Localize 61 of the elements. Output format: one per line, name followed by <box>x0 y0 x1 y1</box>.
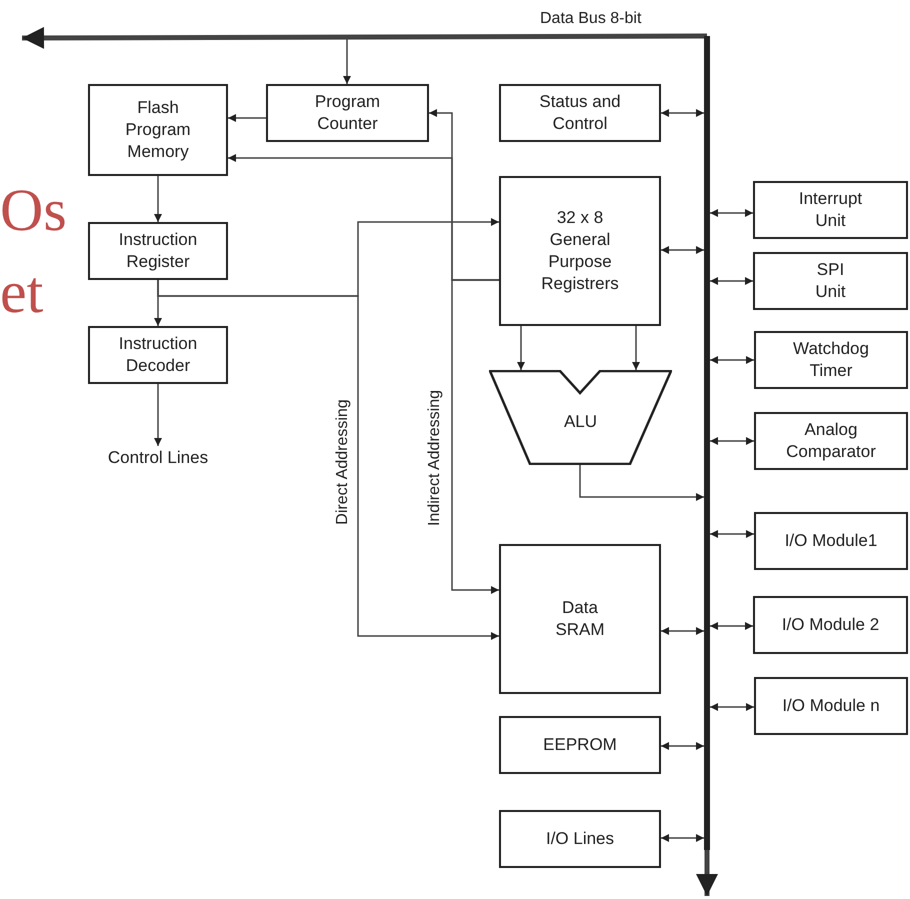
bus-label: Data Bus 8-bit <box>540 9 642 29</box>
block-box <box>88 84 228 176</box>
block-label: Control Lines <box>106 447 210 469</box>
block-box <box>754 677 908 735</box>
block-box <box>754 512 908 570</box>
block-label: I/O Module n <box>781 695 881 717</box>
block-box <box>499 176 661 326</box>
block-label: I/O Module1 <box>784 530 878 552</box>
block-box <box>266 84 429 142</box>
arrow <box>154 176 162 222</box>
block-label: ALU <box>562 410 598 432</box>
data-bus <box>704 36 710 850</box>
block-box <box>499 544 661 694</box>
block-box <box>753 252 908 310</box>
block-label: 32 x 8 General Purpose Registrers <box>540 207 620 295</box>
block-label: Analog Comparator <box>785 419 877 463</box>
block-box <box>88 222 228 280</box>
block-label: I/O Module 2 <box>780 614 880 636</box>
block-label: Status and Control <box>538 91 622 135</box>
block-label: Data SRAM <box>554 597 606 641</box>
arrow <box>710 209 753 217</box>
arrow <box>451 279 499 594</box>
block-label: EEPROM <box>542 734 618 756</box>
arrow <box>632 326 640 370</box>
arrow <box>517 326 525 370</box>
arrow <box>579 465 704 501</box>
block-label: Watchdog Timer <box>792 338 870 382</box>
bus-arrow <box>22 26 707 49</box>
block-box <box>754 331 908 389</box>
arrow <box>710 437 754 445</box>
block-box <box>88 326 228 384</box>
arrow <box>661 246 704 254</box>
block-box <box>753 596 908 654</box>
arrow <box>710 622 753 630</box>
block-box <box>499 716 661 774</box>
arrow <box>710 530 754 538</box>
block-box <box>499 84 661 142</box>
arrow <box>710 277 753 285</box>
heading-fragment: et <box>0 262 44 322</box>
arrow <box>157 280 499 640</box>
block-label: Instruction Decoder <box>118 333 198 377</box>
block-label: Interrupt Unit <box>798 188 864 232</box>
arrow <box>661 742 704 750</box>
block-label: Flash Program Memory <box>124 97 192 163</box>
arrow <box>228 114 266 122</box>
arrow <box>661 109 704 117</box>
bus-arrow <box>696 850 718 896</box>
block-label: Instruction Register <box>118 229 198 273</box>
arrow <box>710 356 754 364</box>
block-box <box>753 181 908 239</box>
arrow <box>154 384 162 446</box>
arrow <box>661 834 704 842</box>
block-label: I/O Lines <box>544 828 616 850</box>
alu-block <box>489 370 672 465</box>
block-label: Program Counter <box>314 91 382 135</box>
block-label: SPI Unit <box>814 259 847 303</box>
heading-fragment: Os <box>0 180 67 240</box>
block-box <box>754 412 908 470</box>
arrow <box>661 627 704 635</box>
arrow <box>710 703 754 711</box>
block-box <box>499 810 661 868</box>
